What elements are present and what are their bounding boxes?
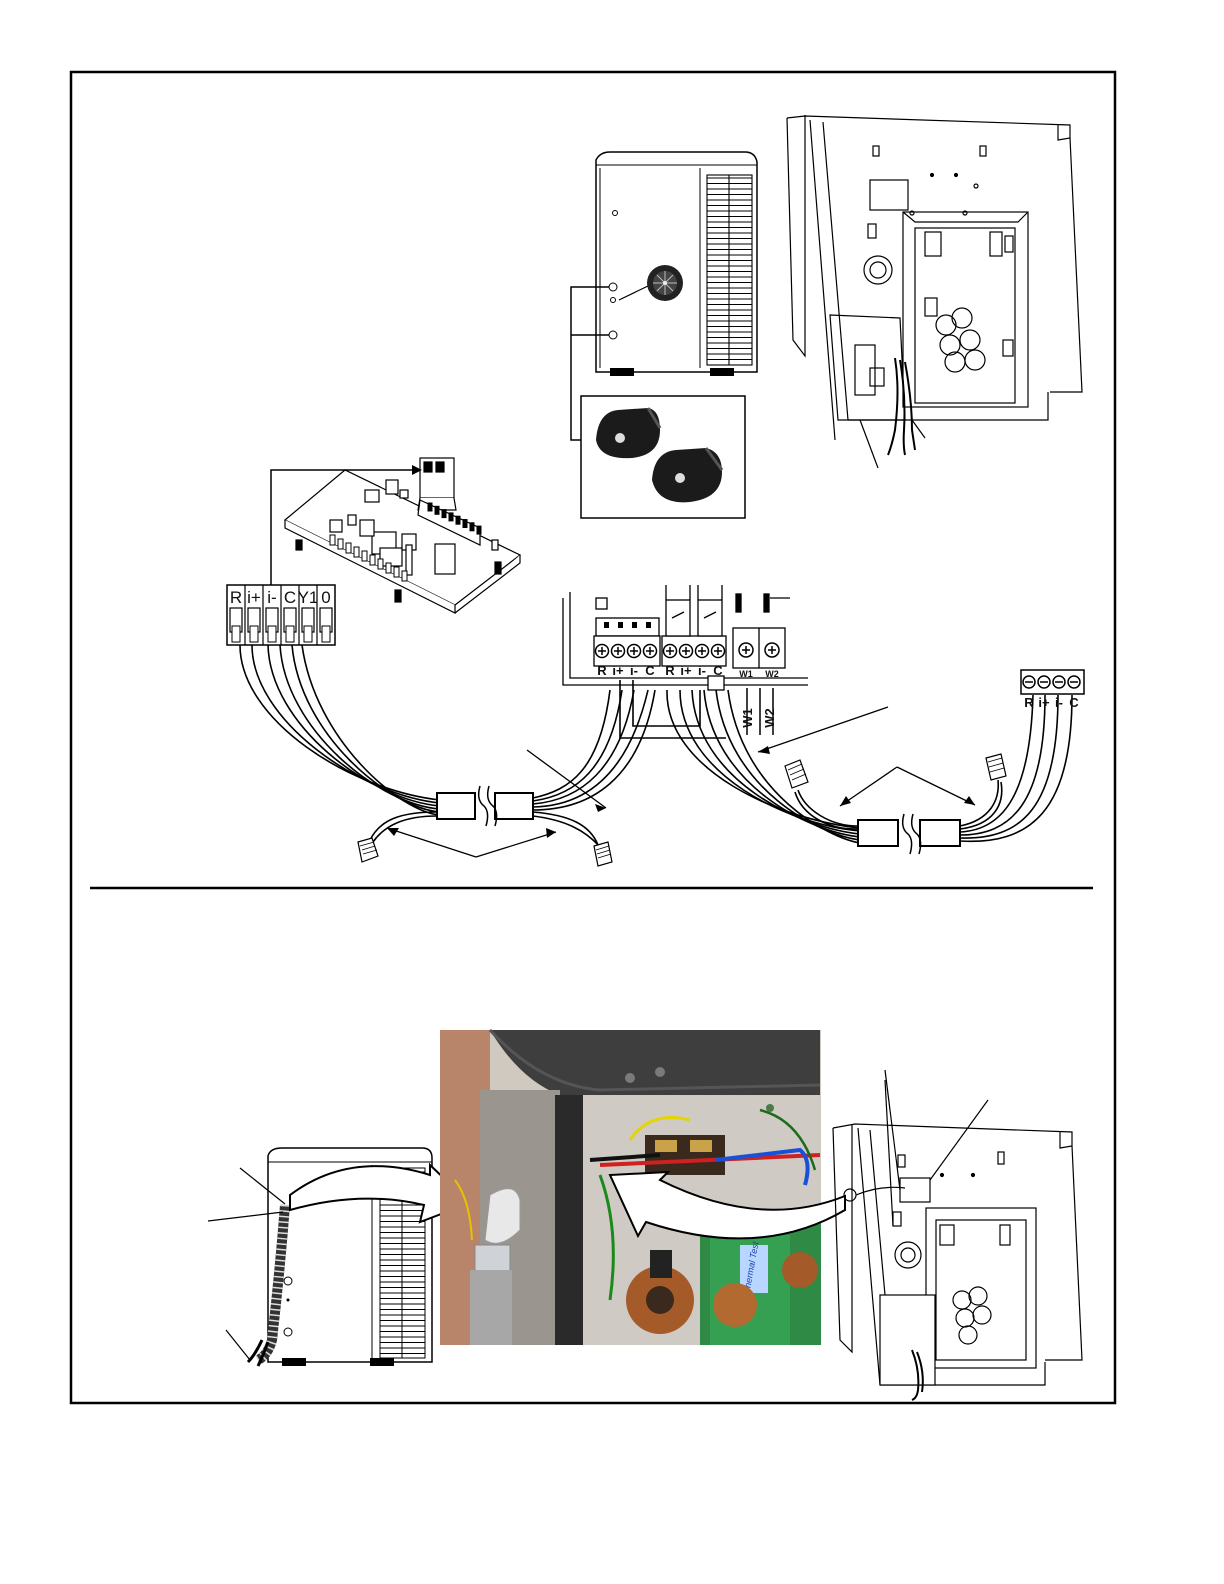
grommet-icon	[647, 265, 683, 301]
terminal-label: W1	[739, 669, 753, 679]
callout-arrows-right	[758, 707, 975, 806]
terminal-label: C	[284, 588, 296, 607]
terminal-label: i+	[612, 663, 624, 678]
terminal-label: R	[665, 663, 675, 678]
terminal-label: 0	[321, 588, 330, 607]
terminal-label: C	[1069, 695, 1079, 710]
grommet-detail-inset	[581, 396, 745, 518]
terminal-label: i-	[698, 663, 706, 678]
wire-label: W1	[740, 708, 755, 728]
terminal-label: i+	[680, 663, 692, 678]
terminal-label: R	[1024, 695, 1034, 710]
wire-label: W2	[762, 708, 777, 728]
wire-nut-icon	[785, 760, 808, 788]
terminal-label: W2	[765, 669, 779, 679]
terminal-label: C	[645, 663, 655, 678]
wire-nut-icon	[594, 842, 612, 866]
terminal-label: i-	[1055, 695, 1063, 710]
control-box-drawing-top	[787, 115, 1082, 440]
control-box-drawing-bottom	[833, 1124, 1082, 1385]
terminal-label: i+	[247, 588, 261, 607]
wire-nut-icon	[986, 754, 1006, 780]
terminal-label: i-	[267, 588, 276, 607]
terminal-label: Y1	[298, 588, 319, 607]
terminal-label: R	[597, 663, 607, 678]
coil-grille	[707, 175, 752, 365]
wire-nut-icon	[358, 838, 378, 862]
terminal-label: i+	[1038, 695, 1050, 710]
terminal-label: i-	[630, 663, 638, 678]
terminal-label: C	[713, 663, 723, 678]
terminal-label: R	[230, 588, 242, 607]
